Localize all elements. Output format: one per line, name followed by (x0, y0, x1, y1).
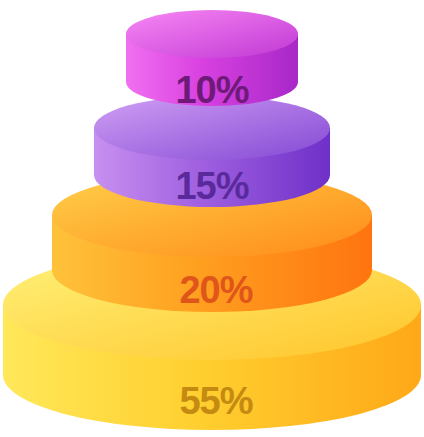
tier-label-box: 15% (169, 165, 254, 207)
tier-label-box: 10% (169, 69, 254, 111)
tier-purple (94, 96, 330, 207)
tier-label-box: 55% (173, 380, 258, 422)
percentage-label: 55% (179, 382, 252, 420)
percentage-label: 20% (179, 271, 252, 309)
percentage-label: 15% (175, 167, 248, 205)
tier-label-box: 20% (173, 269, 258, 311)
percentage-label: 10% (175, 71, 248, 109)
